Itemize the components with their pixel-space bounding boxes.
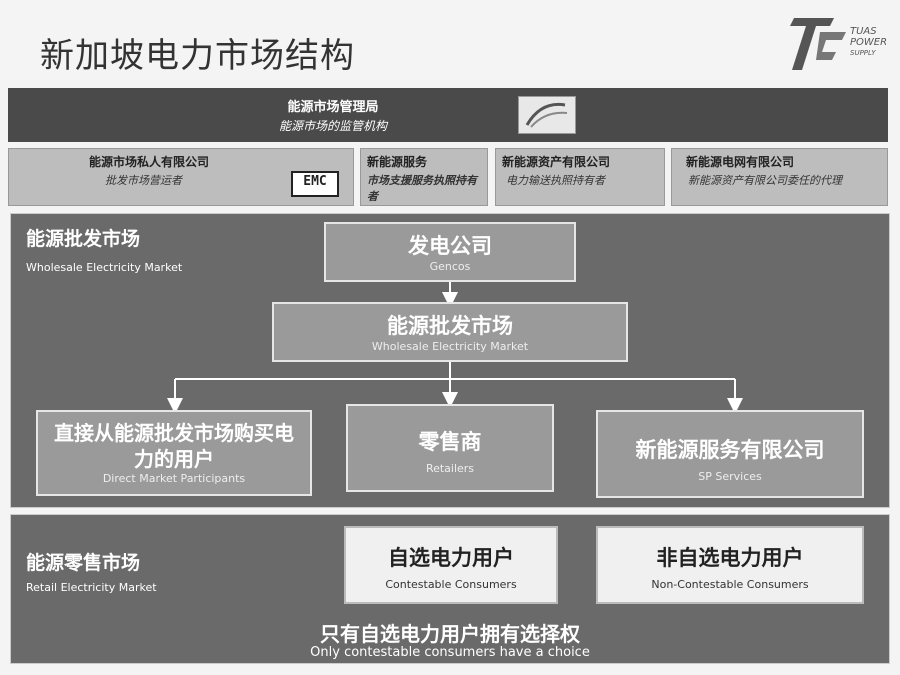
sp-cn: 新能源服务有限公司 [635,438,825,462]
retail-label: 能源零售市场 Retail Electricity Market [26,548,157,594]
regulator-name: 能源市场管理局 [287,100,379,115]
noncontestable-en: Non-Contestable Consumers [651,578,809,591]
choice-statement-cn: 只有自选电力用户拥有选择权 [320,622,580,646]
noncontestable-cn: 非自选电力用户 [656,546,804,570]
wholesale-market-box: 能源批发市场 Wholesale Electricity Market [272,302,628,362]
agency-emc: 能源市场私人有限公司 批发市场营运者 EMC [8,148,354,206]
tuas-power-logo: TUAS POWER SUPPLY [790,12,890,76]
regulator-desc: 能源市场的监管机构 [278,119,387,133]
gencos-cn: 发电公司 [408,234,492,258]
regulator-bar: 能源市场管理局 能源市场的监管机构 [8,88,888,142]
contestable-en: Contestable Consumers [385,578,517,591]
agency-powergrid: 新能源电网有限公司 新能源资产有限公司委任的代理 [671,148,888,206]
agency-desc: 电力输送执照持有者 [506,174,605,187]
market-cn: 能源批发市场 [387,314,513,338]
logo-text-2: POWER [850,37,888,48]
agency-sp-services: 新能源服务 市场支援服务执照持有者 [360,148,488,206]
agency-name: 能源市场私人有限公司 [89,155,210,169]
non-contestable-box: 非自选电力用户 Non-Contestable Consumers [596,526,864,604]
agency-name: 新能源电网有限公司 [686,155,795,169]
wholesale-label-en: Wholesale Electricity Market [26,261,183,274]
wholesale-label: 能源批发市场 Wholesale Electricity Market [26,224,182,274]
agency-desc: 新能源资产有限公司委任的代理 [688,174,842,187]
direct-cn: 直接从能源批发市场购买电力的用户 [54,421,294,471]
agency-desc: 市场支援服务执照持有者 [367,174,477,203]
logo-text-1: TUAS [850,26,877,37]
sp-services-box: 新能源服务有限公司 SP Services [596,410,864,498]
agency-name: 新能源资产有限公司 [502,155,611,169]
contestable-box: 自选电力用户 Contestable Consumers [344,526,558,604]
contestable-cn: 自选电力用户 [388,546,514,570]
retailers-cn: 零售商 [418,430,482,454]
retailers-en: Retailers [425,462,475,475]
retailers-box: 零售商 Retailers [346,404,554,492]
sp-en: SP Services [698,470,762,483]
logo-text-3: SUPPLY [850,49,876,57]
retail-label-en: Retail Electricity Market [26,581,157,594]
retail-label-cn: 能源零售市场 [26,552,141,574]
direct-en: Direct Market Participants [102,472,246,485]
wholesale-label-cn: 能源批发市场 [26,228,141,250]
ema-logo-icon [518,96,576,134]
agency-name: 新能源服务 [367,155,428,169]
gencos-box: 发电公司 Gencos [324,222,576,282]
page-title: 新加坡电力市场结构 [40,36,355,76]
logo-mark-icon [790,18,846,70]
direct-participants-box: 直接从能源批发市场购买电力的用户 Direct Market Participa… [36,410,312,496]
agency-powerassets: 新能源资产有限公司 电力输送执照持有者 [495,148,665,206]
choice-statement-en: Only contestable consumers have a choice [310,645,590,660]
agency-desc: 批发市场营运者 [105,174,182,187]
gencos-en: Gencos [429,260,471,273]
market-en: Wholesale Electricity Market [371,340,529,353]
emc-badge: EMC [291,171,339,197]
